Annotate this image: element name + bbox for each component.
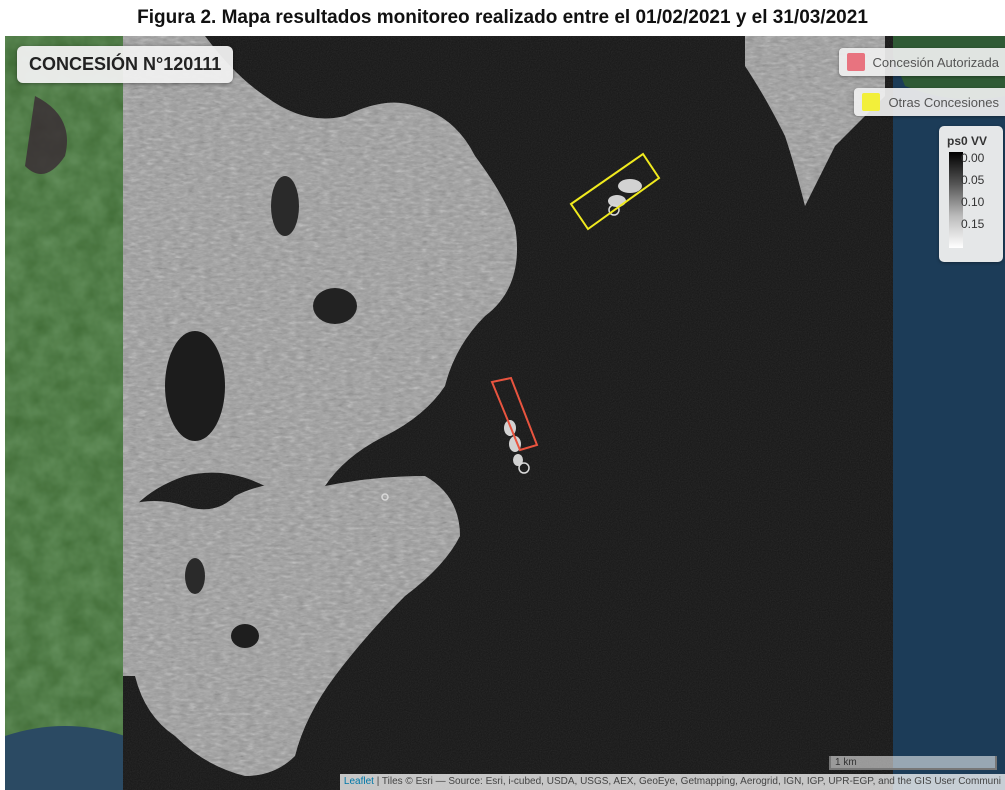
- map-attribution: Leaflet | Tiles © Esri — Source: Esri, i…: [339, 774, 1005, 790]
- colorbar-tick: 0.15: [961, 217, 985, 231]
- map-view[interactable]: CONCESIÓN N°120111 Concesión Autorizada …: [5, 36, 1005, 790]
- colorbar-tick: 0.05: [961, 173, 985, 187]
- colorbar-gradient: [949, 152, 963, 248]
- attribution-text: | Tiles © Esri — Source: Esri, i-cubed, …: [373, 776, 1001, 787]
- scale-bar: 1 km: [829, 756, 997, 770]
- legend-others[interactable]: Otras Concesiones: [854, 88, 1005, 116]
- legend-others-label: Otras Concesiones: [888, 94, 999, 110]
- colorbar-title: ps0 VV: [947, 134, 988, 148]
- concession-label: CONCESIÓN N°120111: [17, 46, 234, 83]
- leaflet-link[interactable]: Leaflet: [343, 776, 374, 787]
- figure-title: Figura 2. Mapa resultados monitoreo real…: [137, 7, 868, 28]
- other-concession-polygon: [569, 152, 661, 231]
- colorbar-legend: ps0 VV 0.00 0.05 0.10 0.15: [939, 126, 1003, 262]
- authorized-swatch: [846, 53, 865, 71]
- legend-authorized-label: Concesión Autorizada: [872, 54, 999, 70]
- colorbar-tick: 0.10: [961, 195, 985, 209]
- authorized-concession-polygon: [490, 376, 539, 452]
- colorbar-tick: 0.00: [961, 151, 985, 165]
- legend-authorized[interactable]: Concesión Autorizada: [838, 48, 1005, 76]
- map-base-layer[interactable]: [5, 36, 1005, 790]
- others-swatch: [862, 93, 881, 111]
